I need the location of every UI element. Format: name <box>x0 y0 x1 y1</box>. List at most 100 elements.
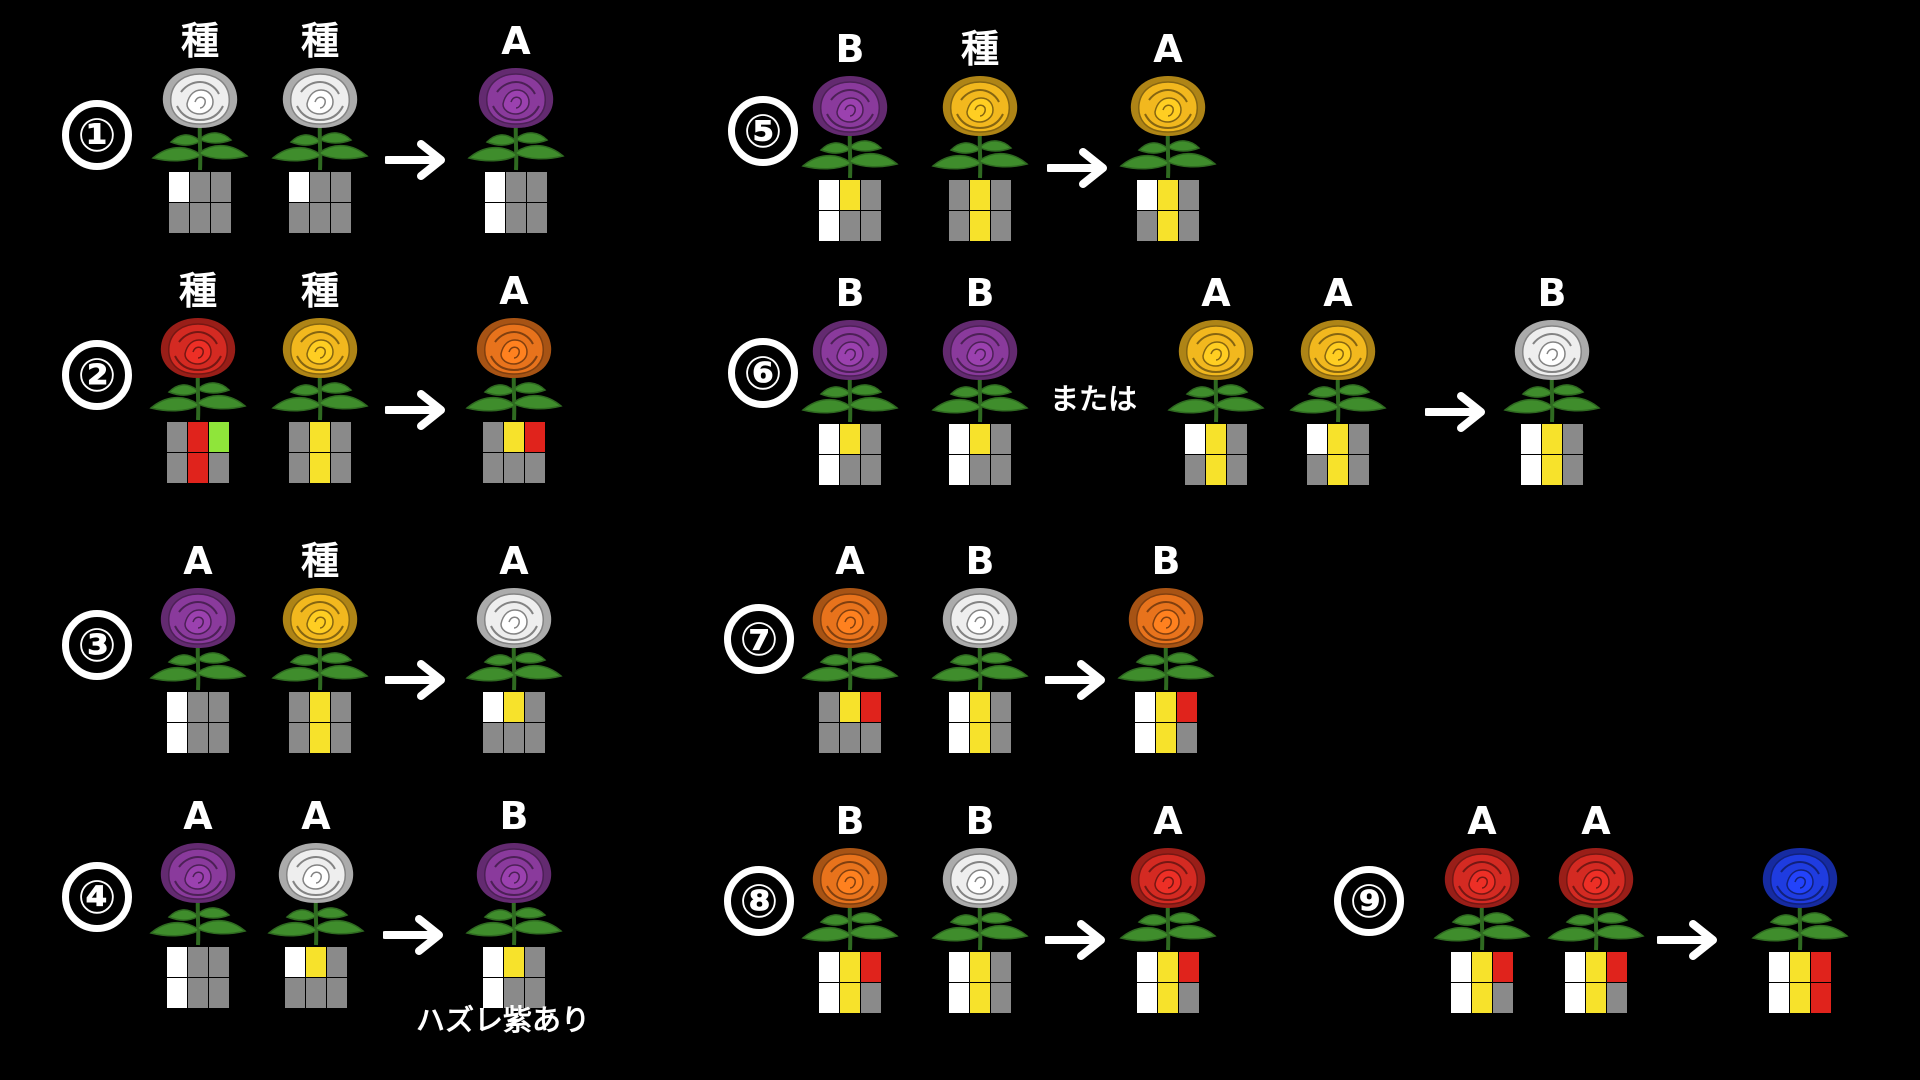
arrow-icon <box>383 140 447 180</box>
grid-cell <box>991 211 1011 241</box>
grid-cell <box>331 203 351 233</box>
grid-cell <box>1790 983 1810 1013</box>
gene-grid <box>1137 180 1199 242</box>
parent-label: A <box>1153 27 1183 71</box>
grid-cell <box>327 947 347 977</box>
grid-cell <box>991 180 1011 210</box>
orange-rose-icon <box>459 312 569 422</box>
grid-cell <box>970 692 990 722</box>
grid-cell <box>504 978 524 1008</box>
grid-cell <box>289 453 309 483</box>
grid-cell <box>949 983 969 1013</box>
grid-cell <box>1206 424 1226 454</box>
parent-label: A <box>1323 271 1353 315</box>
grid-cell <box>1179 211 1199 241</box>
grid-cell <box>167 947 187 977</box>
grid-cell <box>1179 952 1199 982</box>
grid-cell <box>1158 211 1178 241</box>
grid-cell <box>861 983 881 1013</box>
grid-cell <box>310 453 330 483</box>
white-rose-icon <box>925 582 1035 692</box>
parent-label: A <box>301 794 331 838</box>
grid-cell <box>504 947 524 977</box>
blue-rose-icon <box>1745 842 1855 952</box>
orange-rose-icon <box>795 582 905 692</box>
grid-cell <box>819 455 839 485</box>
grid-cell <box>506 172 526 202</box>
grid-cell <box>525 692 545 722</box>
grid-cell <box>188 453 208 483</box>
yellow-rose-icon <box>925 70 1035 180</box>
grid-cell <box>840 723 860 753</box>
parent-label: B <box>965 271 995 315</box>
grid-cell <box>1811 952 1831 982</box>
grid-cell <box>285 947 305 977</box>
gene-grid <box>1137 952 1199 1014</box>
grid-cell <box>1565 983 1585 1013</box>
parent-label: A <box>499 539 529 583</box>
gene-grid <box>1307 424 1369 486</box>
grid-cell <box>310 172 330 202</box>
grid-cell <box>949 424 969 454</box>
gene-grid <box>1135 692 1197 754</box>
gene-grid <box>485 172 547 234</box>
grid-cell <box>840 952 860 982</box>
grid-cell <box>819 983 839 1013</box>
gene-grid <box>949 952 1011 1014</box>
gene-grid <box>949 692 1011 754</box>
arrow-icon <box>383 660 447 700</box>
parent-label: B <box>499 794 529 838</box>
grid-cell <box>1179 180 1199 210</box>
red-rose-icon <box>1427 842 1537 952</box>
grid-cell <box>504 692 524 722</box>
yellow-rose-icon <box>1283 314 1393 424</box>
parent-label: B <box>1537 271 1567 315</box>
white-rose-icon <box>1497 314 1607 424</box>
gene-grid <box>819 424 881 486</box>
white-rose-icon <box>925 842 1035 952</box>
grid-cell <box>1521 455 1541 485</box>
grid-cell <box>285 978 305 1008</box>
grid-cell <box>840 180 860 210</box>
grid-cell <box>483 422 503 452</box>
grid-cell <box>840 211 860 241</box>
parent-label: A <box>501 19 531 63</box>
parent-label: A <box>1467 799 1497 843</box>
grid-cell <box>970 455 990 485</box>
grid-cell <box>949 180 969 210</box>
grid-cell <box>327 978 347 1008</box>
gene-grid <box>285 947 347 1009</box>
grid-cell <box>840 424 860 454</box>
grid-cell <box>1349 455 1369 485</box>
grid-cell <box>289 723 309 753</box>
grid-cell <box>1158 180 1178 210</box>
yellow-rose-icon <box>1113 70 1223 180</box>
grid-cell <box>949 211 969 241</box>
gene-grid <box>167 947 229 1009</box>
grid-cell <box>525 947 545 977</box>
parent-label: B <box>965 539 995 583</box>
grid-cell <box>1811 983 1831 1013</box>
grid-cell <box>167 422 187 452</box>
grid-cell <box>1137 180 1157 210</box>
step-number: ③ <box>62 610 132 680</box>
parent-label: A <box>1201 271 1231 315</box>
parent-label: A <box>1153 799 1183 843</box>
grid-cell <box>1137 211 1157 241</box>
purple-rose-icon <box>143 837 253 947</box>
grid-cell <box>949 455 969 485</box>
grid-cell <box>819 723 839 753</box>
grid-cell <box>1137 952 1157 982</box>
parent-label: 種 <box>178 269 217 313</box>
grid-cell <box>1493 952 1513 982</box>
gene-grid <box>819 692 881 754</box>
purple-rose-icon <box>795 70 905 180</box>
grid-cell <box>970 952 990 982</box>
grid-cell <box>1565 952 1585 982</box>
gene-grid <box>819 952 881 1014</box>
grid-cell <box>211 203 231 233</box>
grid-cell <box>167 723 187 753</box>
grid-cell <box>1769 983 1789 1013</box>
arrow-icon <box>381 915 445 955</box>
parent-label: B <box>835 271 865 315</box>
